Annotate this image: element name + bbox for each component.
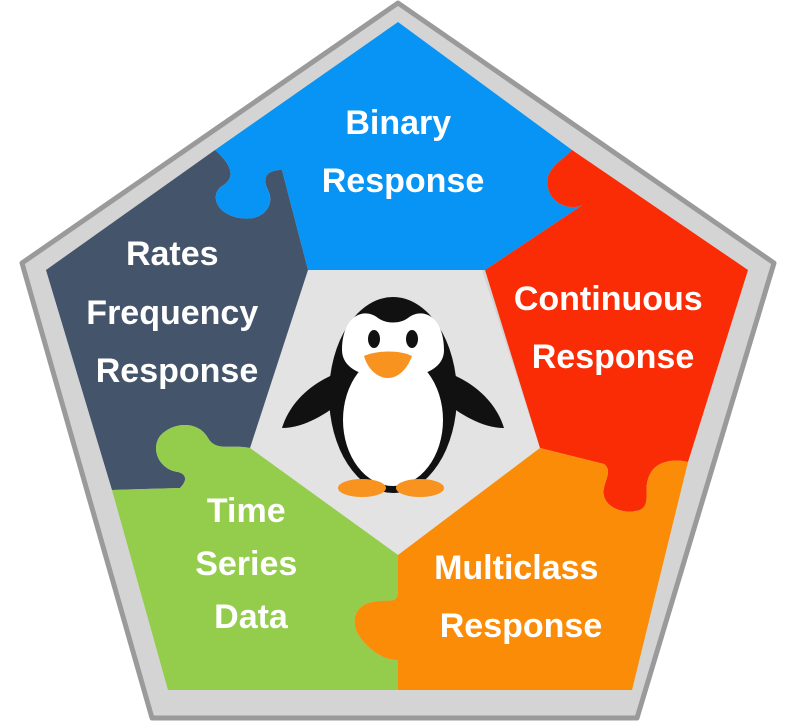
rates-label-line-3: Response xyxy=(96,352,259,390)
timeseries-label-line-3: Data xyxy=(214,598,289,636)
multiclass-label-line-2: Response xyxy=(440,607,603,645)
penguin-left-eye xyxy=(368,330,380,348)
continuous-label-line-2: Response xyxy=(532,338,695,376)
penguin-beak xyxy=(364,351,412,378)
penguin-right-foot xyxy=(396,479,444,497)
penguin-left-flipper xyxy=(282,372,344,428)
rates-piece xyxy=(46,150,308,490)
binary-piece xyxy=(215,22,590,270)
penguin-right-flipper xyxy=(442,372,504,428)
penguin-icon xyxy=(282,297,504,497)
rates-label-line-2: Frequency xyxy=(86,294,258,332)
penguin-belly xyxy=(343,354,443,486)
timeseries-piece xyxy=(112,425,398,690)
timeseries-label-line-1: Time xyxy=(207,492,286,530)
multiclass-label-line-1: Multiclass xyxy=(434,549,598,587)
rates-label-line-1: Rates xyxy=(126,235,219,273)
binary-label-line-1: Binary xyxy=(345,104,451,142)
penguin-left-foot xyxy=(338,479,386,497)
timeseries-label-line-2: Series xyxy=(195,545,297,583)
multiclass-piece xyxy=(354,448,688,690)
multiclass-label: Multiclass Response xyxy=(434,549,608,645)
binary-label-line-2: Response xyxy=(322,162,485,200)
binary-label: Binary Response xyxy=(322,104,485,200)
continuous-piece xyxy=(485,150,748,512)
timeseries-label: Time Series Data xyxy=(195,492,307,636)
continuous-label-line-1: Continuous xyxy=(514,280,703,318)
penguin-right-eye xyxy=(406,330,418,348)
continuous-label: Continuous Response xyxy=(514,280,712,376)
rates-label: Rates Frequency Response xyxy=(86,235,267,390)
